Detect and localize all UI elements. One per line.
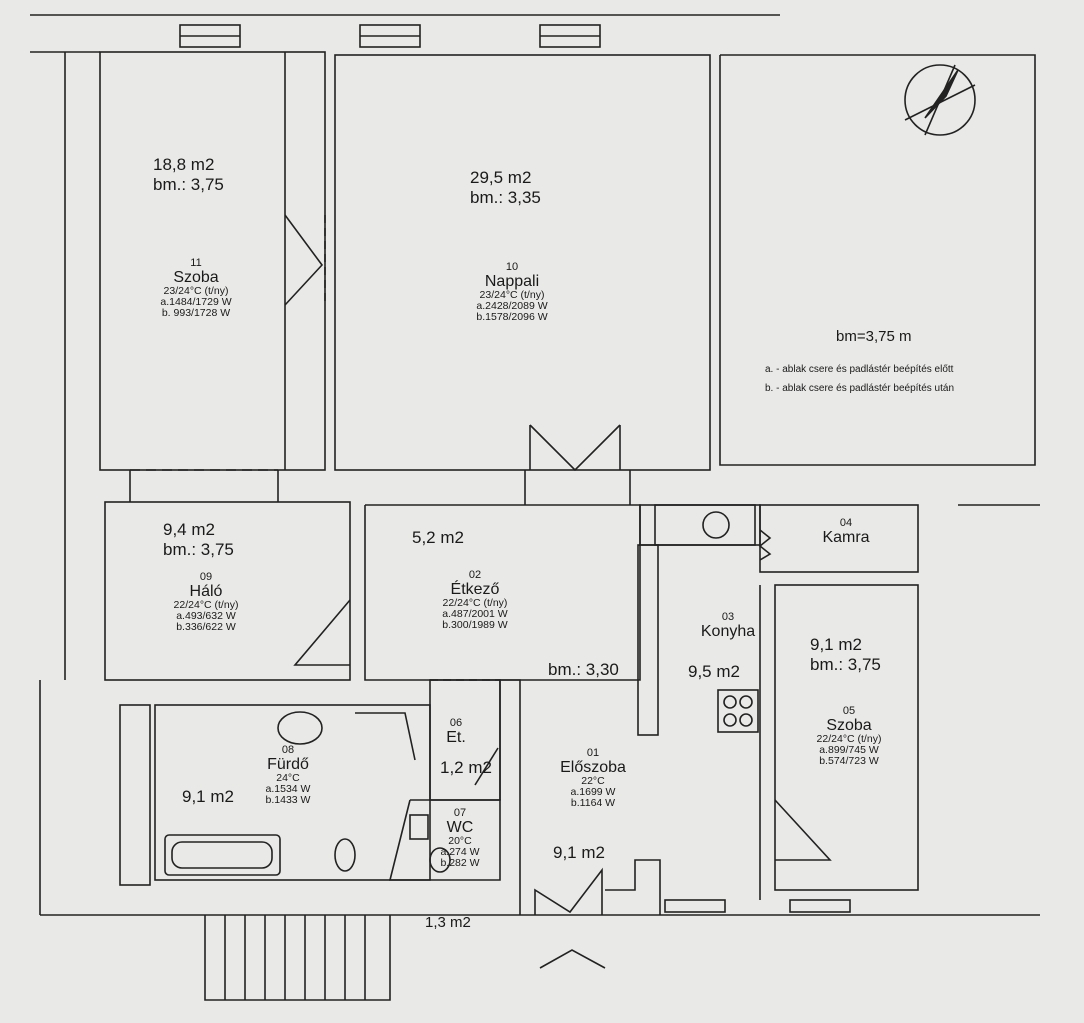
room-03-bm: bm.: 3,30 (548, 660, 619, 679)
window (539, 24, 601, 48)
room-03-area: 9,5 m2 (688, 662, 740, 681)
room-02-area: 5,2 m2 (412, 528, 464, 547)
legend-a: a. - ablak csere és padlástér beépítés e… (765, 364, 954, 375)
room-08-area: 9,1 m2 (182, 787, 234, 806)
staircase (204, 915, 391, 1001)
legend: a. - ablak csere és padlástér beépítés e… (765, 360, 954, 398)
room-01-area: 9,1 m2 (553, 843, 605, 862)
washbasin-icon (409, 814, 429, 840)
toilet-icon (334, 838, 356, 872)
entrance-arrow-icon (539, 949, 606, 969)
sink-icon (702, 511, 730, 539)
north-compass-icon (904, 64, 976, 136)
entrance-area: 1,3 m2 (425, 914, 471, 931)
stove-icon (717, 689, 759, 733)
room-06-area: 1,2 m2 (440, 758, 492, 777)
window (359, 24, 421, 48)
window (179, 24, 241, 48)
ceiling-height-note: bm=3,75 m (836, 328, 912, 345)
bathtub-icon (164, 834, 281, 876)
legend-b: b. - ablak csere és padlástér beépítés u… (765, 383, 955, 394)
